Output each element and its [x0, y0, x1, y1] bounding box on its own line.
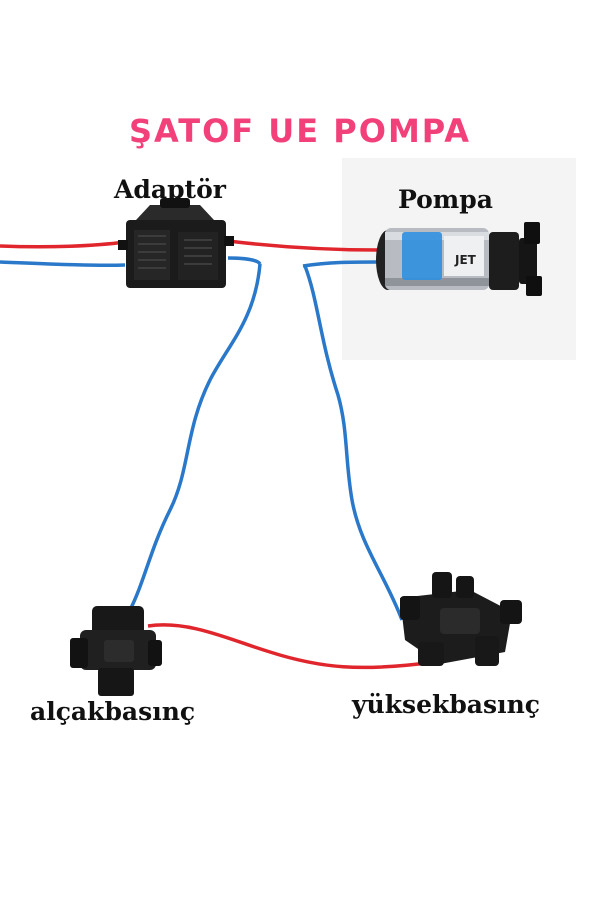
adaptor-device: [118, 198, 234, 288]
red-wire-mains: [0, 240, 126, 249]
high-pressure-switch-label: yüksekbasınç: [352, 690, 540, 719]
red-wire-low-to-high: [147, 623, 436, 670]
high-pressure-switch-device: [400, 572, 522, 666]
blue-wire-adaptor-out: [227, 256, 262, 266]
blue-wire-adaptor-to-low: [128, 263, 262, 611]
pump-decal-text: JET: [454, 253, 477, 267]
blue-wire-pump-to-high: [303, 265, 404, 621]
red-wire-adaptor-to-pump: [227, 239, 379, 252]
diagram-title: ŞATOF UE POMPA: [128, 112, 472, 150]
low-pressure-switch-label: alçakbasınç: [30, 697, 196, 726]
pump-device: JET: [376, 222, 542, 296]
adaptor-label: Adaptör: [114, 175, 226, 204]
blue-wire-mains: [0, 260, 126, 268]
blue-wire-pump-out: [302, 260, 379, 268]
pump-label: Pompa: [398, 185, 493, 214]
low-pressure-switch-device: [70, 606, 162, 696]
